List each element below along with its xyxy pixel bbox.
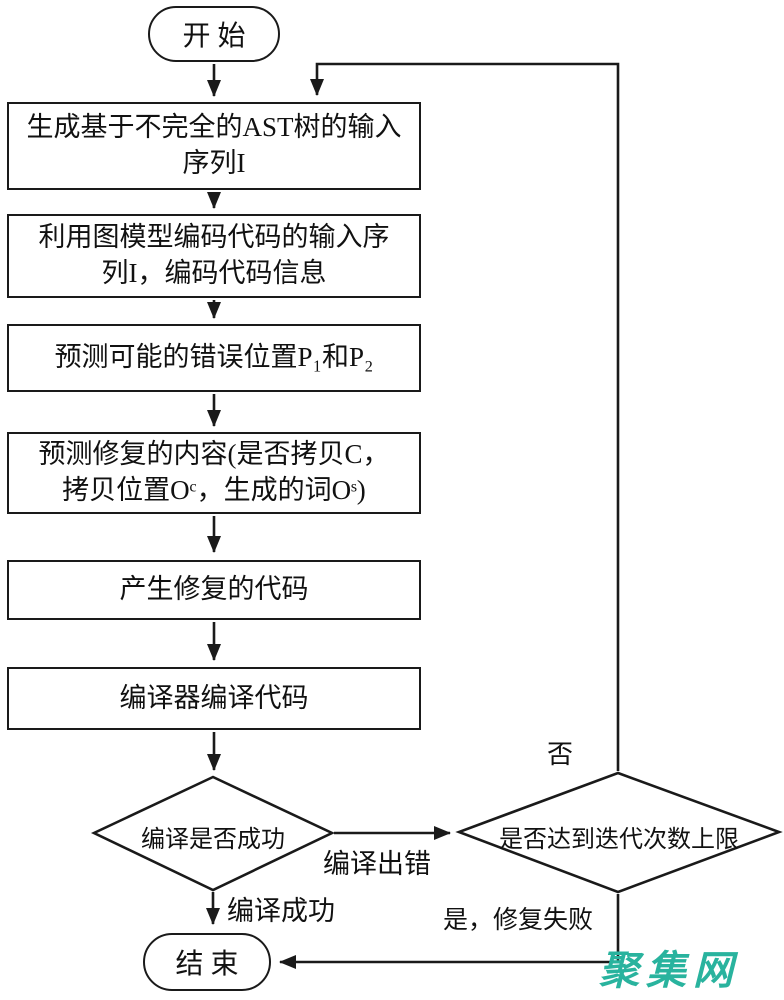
graph-model-encode-step: 利用图模型编码代码的输入序 列I，编码代码信息 [7,214,421,298]
compile-success-decision-label: 编译是否成功 [141,827,285,853]
generate-repaired-code-step: 产生修复的代码 [7,560,421,620]
predict-error-positions-step: 预测可能的错误位置P₁和P₂ [7,324,421,392]
generate-ast-input-step: 生成基于不完全的AST树的输入 序列I [7,102,421,190]
start-terminator: 开始 [148,6,280,62]
iteration-limit-decision-label: 是否达到迭代次数上限 [499,827,739,853]
predict-repair-content-step: 预测修复的内容(是否拷贝C， 拷贝位置Oᶜ，生成的词Oˢ) [7,432,421,514]
watermark: 聚集网 [599,949,740,993]
compile-success-edge-label: 编译成功 [227,896,335,926]
iteration-limit-decision-shape [455,771,783,894]
yes-repair-failed-edge-label: 是，修复失败 [443,907,594,934]
compiler-compile-step: 编译器编译代码 [7,667,421,730]
compile-error-edge-label: 编译出错 [323,849,431,879]
compile-success-decision-shape [90,775,336,892]
end-terminator: 结束 [143,933,271,991]
edge-decision2-loopback-to-step1 [310,62,620,771]
no-edge-label: 否 [547,740,574,769]
edge-decision2-to-end [279,894,620,969]
